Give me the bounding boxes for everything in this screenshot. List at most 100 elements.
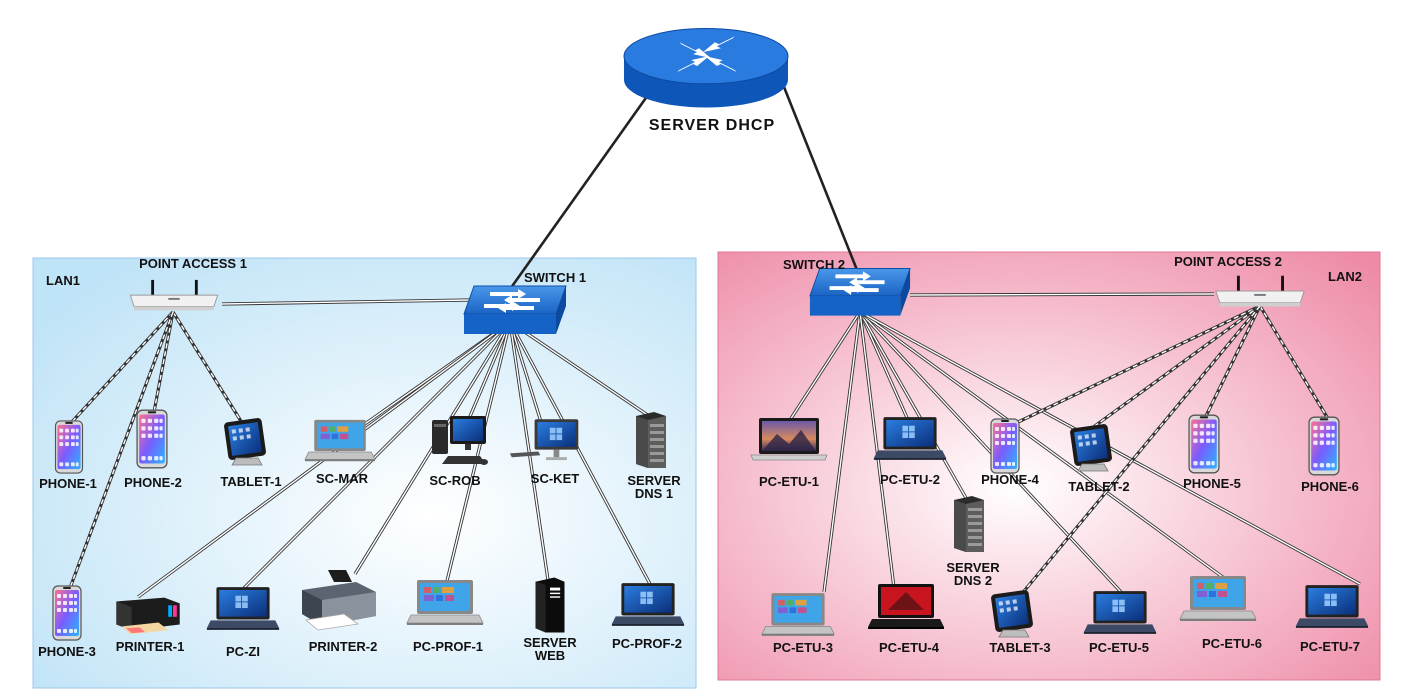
- device-phone3[interactable]: PHONE-3: [38, 585, 96, 659]
- smartphone-icon: [52, 585, 82, 641]
- cable-core: [509, 321, 549, 581]
- device-phone4[interactable]: PHONE-4: [981, 418, 1040, 487]
- wan-cable: [506, 94, 650, 293]
- switch-icon: [809, 267, 911, 317]
- router-icon: [623, 27, 789, 109]
- cable-core: [859, 311, 895, 589]
- lan2-zone-label: LAN2: [1328, 269, 1362, 284]
- device-pcetu2[interactable]: PC-ETU-2: [873, 417, 947, 487]
- device-phone2[interactable]: PHONE-2: [124, 409, 182, 490]
- macbook-icon: [750, 417, 828, 461]
- smartphone-icon: [1188, 414, 1220, 474]
- device-label: PC-ETU-4: [879, 640, 940, 655]
- device-label: PC-PROF-1: [413, 639, 483, 654]
- device-scrob[interactable]: SC-ROB: [429, 416, 488, 488]
- laptop-icon: [1295, 585, 1369, 628]
- device-label: SERVER: [946, 560, 1000, 575]
- router-label: SERVER DHCP: [649, 117, 775, 134]
- switch-1[interactable]: SWITCH 1: [463, 270, 586, 335]
- device-label: PRINTER-2: [309, 639, 378, 654]
- cable-core: [909, 293, 1215, 296]
- device-label: DNS 1: [635, 486, 673, 501]
- switch-2[interactable]: SWITCH 2: [783, 257, 911, 317]
- device-label: SERVER: [523, 635, 577, 650]
- access-point-1[interactable]: POINT ACCESS 1: [129, 256, 247, 311]
- device-scmar[interactable]: SC-MAR: [304, 419, 376, 486]
- device-label: PC-ETU-1: [759, 474, 819, 489]
- device-tablet1[interactable]: TABLET-1: [220, 418, 282, 489]
- device-pcprof1[interactable]: PC-PROF-1: [406, 579, 484, 654]
- dhcp-router[interactable]: SERVER DHCP: [623, 27, 789, 134]
- server-rack-icon: [636, 412, 666, 468]
- device-pcetu7[interactable]: PC-ETU-7: [1295, 585, 1369, 654]
- device-label: PC-ETU-5: [1089, 640, 1149, 655]
- device-pcetu5[interactable]: PC-ETU-5: [1083, 591, 1157, 655]
- device-tablet3[interactable]: TABLET-3: [989, 590, 1051, 655]
- wan-cable: [780, 81, 859, 271]
- cable-core: [1013, 305, 1261, 425]
- laptop-icon: [761, 592, 835, 637]
- cable-core: [859, 311, 967, 499]
- cable-core: [172, 311, 245, 427]
- device-pczi[interactable]: PC-ZI: [206, 587, 280, 659]
- device-label: TABLET-1: [220, 474, 281, 489]
- smartphone-icon: [1308, 416, 1340, 476]
- device-label: PC-ETU-2: [880, 472, 940, 487]
- cable-core: [241, 321, 511, 591]
- device-scket[interactable]: SC-KET: [509, 419, 579, 486]
- device-label: PC-ETU-3: [773, 640, 833, 655]
- smartphone-icon: [54, 420, 84, 474]
- device-label: PHONE-6: [1301, 479, 1359, 494]
- device-label: PC-ETU-7: [1300, 639, 1360, 654]
- device-phone1[interactable]: PHONE-1: [39, 420, 97, 491]
- switch-2-label: SWITCH 2: [783, 257, 845, 272]
- cable-core: [1203, 305, 1261, 421]
- device-label: PHONE-3: [38, 644, 96, 659]
- laptop-icon: [1179, 575, 1257, 622]
- device-label: PC-ZI: [226, 644, 260, 659]
- cable-core: [1019, 305, 1261, 597]
- smartphone-icon: [136, 409, 168, 469]
- device-pcetu3[interactable]: PC-ETU-3: [761, 592, 835, 655]
- device-label: PC-PROF-2: [612, 636, 682, 651]
- laptop-icon: [1083, 591, 1157, 634]
- device-label: SC-MAR: [316, 471, 369, 486]
- device-pcetu1[interactable]: PC-ETU-1: [750, 417, 828, 489]
- laptop-icon: [611, 583, 685, 626]
- device-phone5[interactable]: PHONE-5: [1183, 414, 1241, 491]
- cable-core: [823, 311, 861, 593]
- laptop-icon: [873, 417, 947, 460]
- cable-core: [69, 311, 174, 589]
- cable-core: [509, 321, 547, 439]
- device-label: TABLET-2: [1068, 479, 1129, 494]
- device-tablet2[interactable]: TABLET-2: [1068, 424, 1130, 494]
- device-label: PHONE-5: [1183, 476, 1241, 491]
- device-label: SC-ROB: [429, 473, 480, 488]
- device-printer1[interactable]: PRINTER-1: [116, 597, 185, 654]
- smartphone-icon: [990, 418, 1020, 474]
- device-label: PHONE-4: [981, 472, 1040, 487]
- device-label: TABLET-3: [989, 640, 1050, 655]
- access-point-2[interactable]: POINT ACCESS 2: [1174, 254, 1305, 308]
- laptop-icon: [406, 579, 484, 626]
- device-pcprof2[interactable]: PC-PROF-2: [611, 583, 685, 651]
- device-phone6[interactable]: PHONE-6: [1301, 416, 1359, 494]
- device-printer2[interactable]: PRINTER-2: [301, 569, 378, 654]
- device-pcetu4[interactable]: PC-ETU-4: [868, 584, 944, 655]
- cable-core: [221, 299, 471, 305]
- cable-core: [69, 311, 174, 425]
- cable-core: [509, 321, 651, 585]
- device-label: PHONE-2: [124, 475, 182, 490]
- device-pcetu6[interactable]: PC-ETU-6: [1179, 575, 1262, 651]
- cable-core: [509, 321, 653, 419]
- device-label: PC-ETU-6: [1202, 636, 1262, 651]
- server-rack-icon: [954, 496, 984, 552]
- cable-core: [445, 321, 511, 586]
- device-label: PRINTER-1: [116, 639, 185, 654]
